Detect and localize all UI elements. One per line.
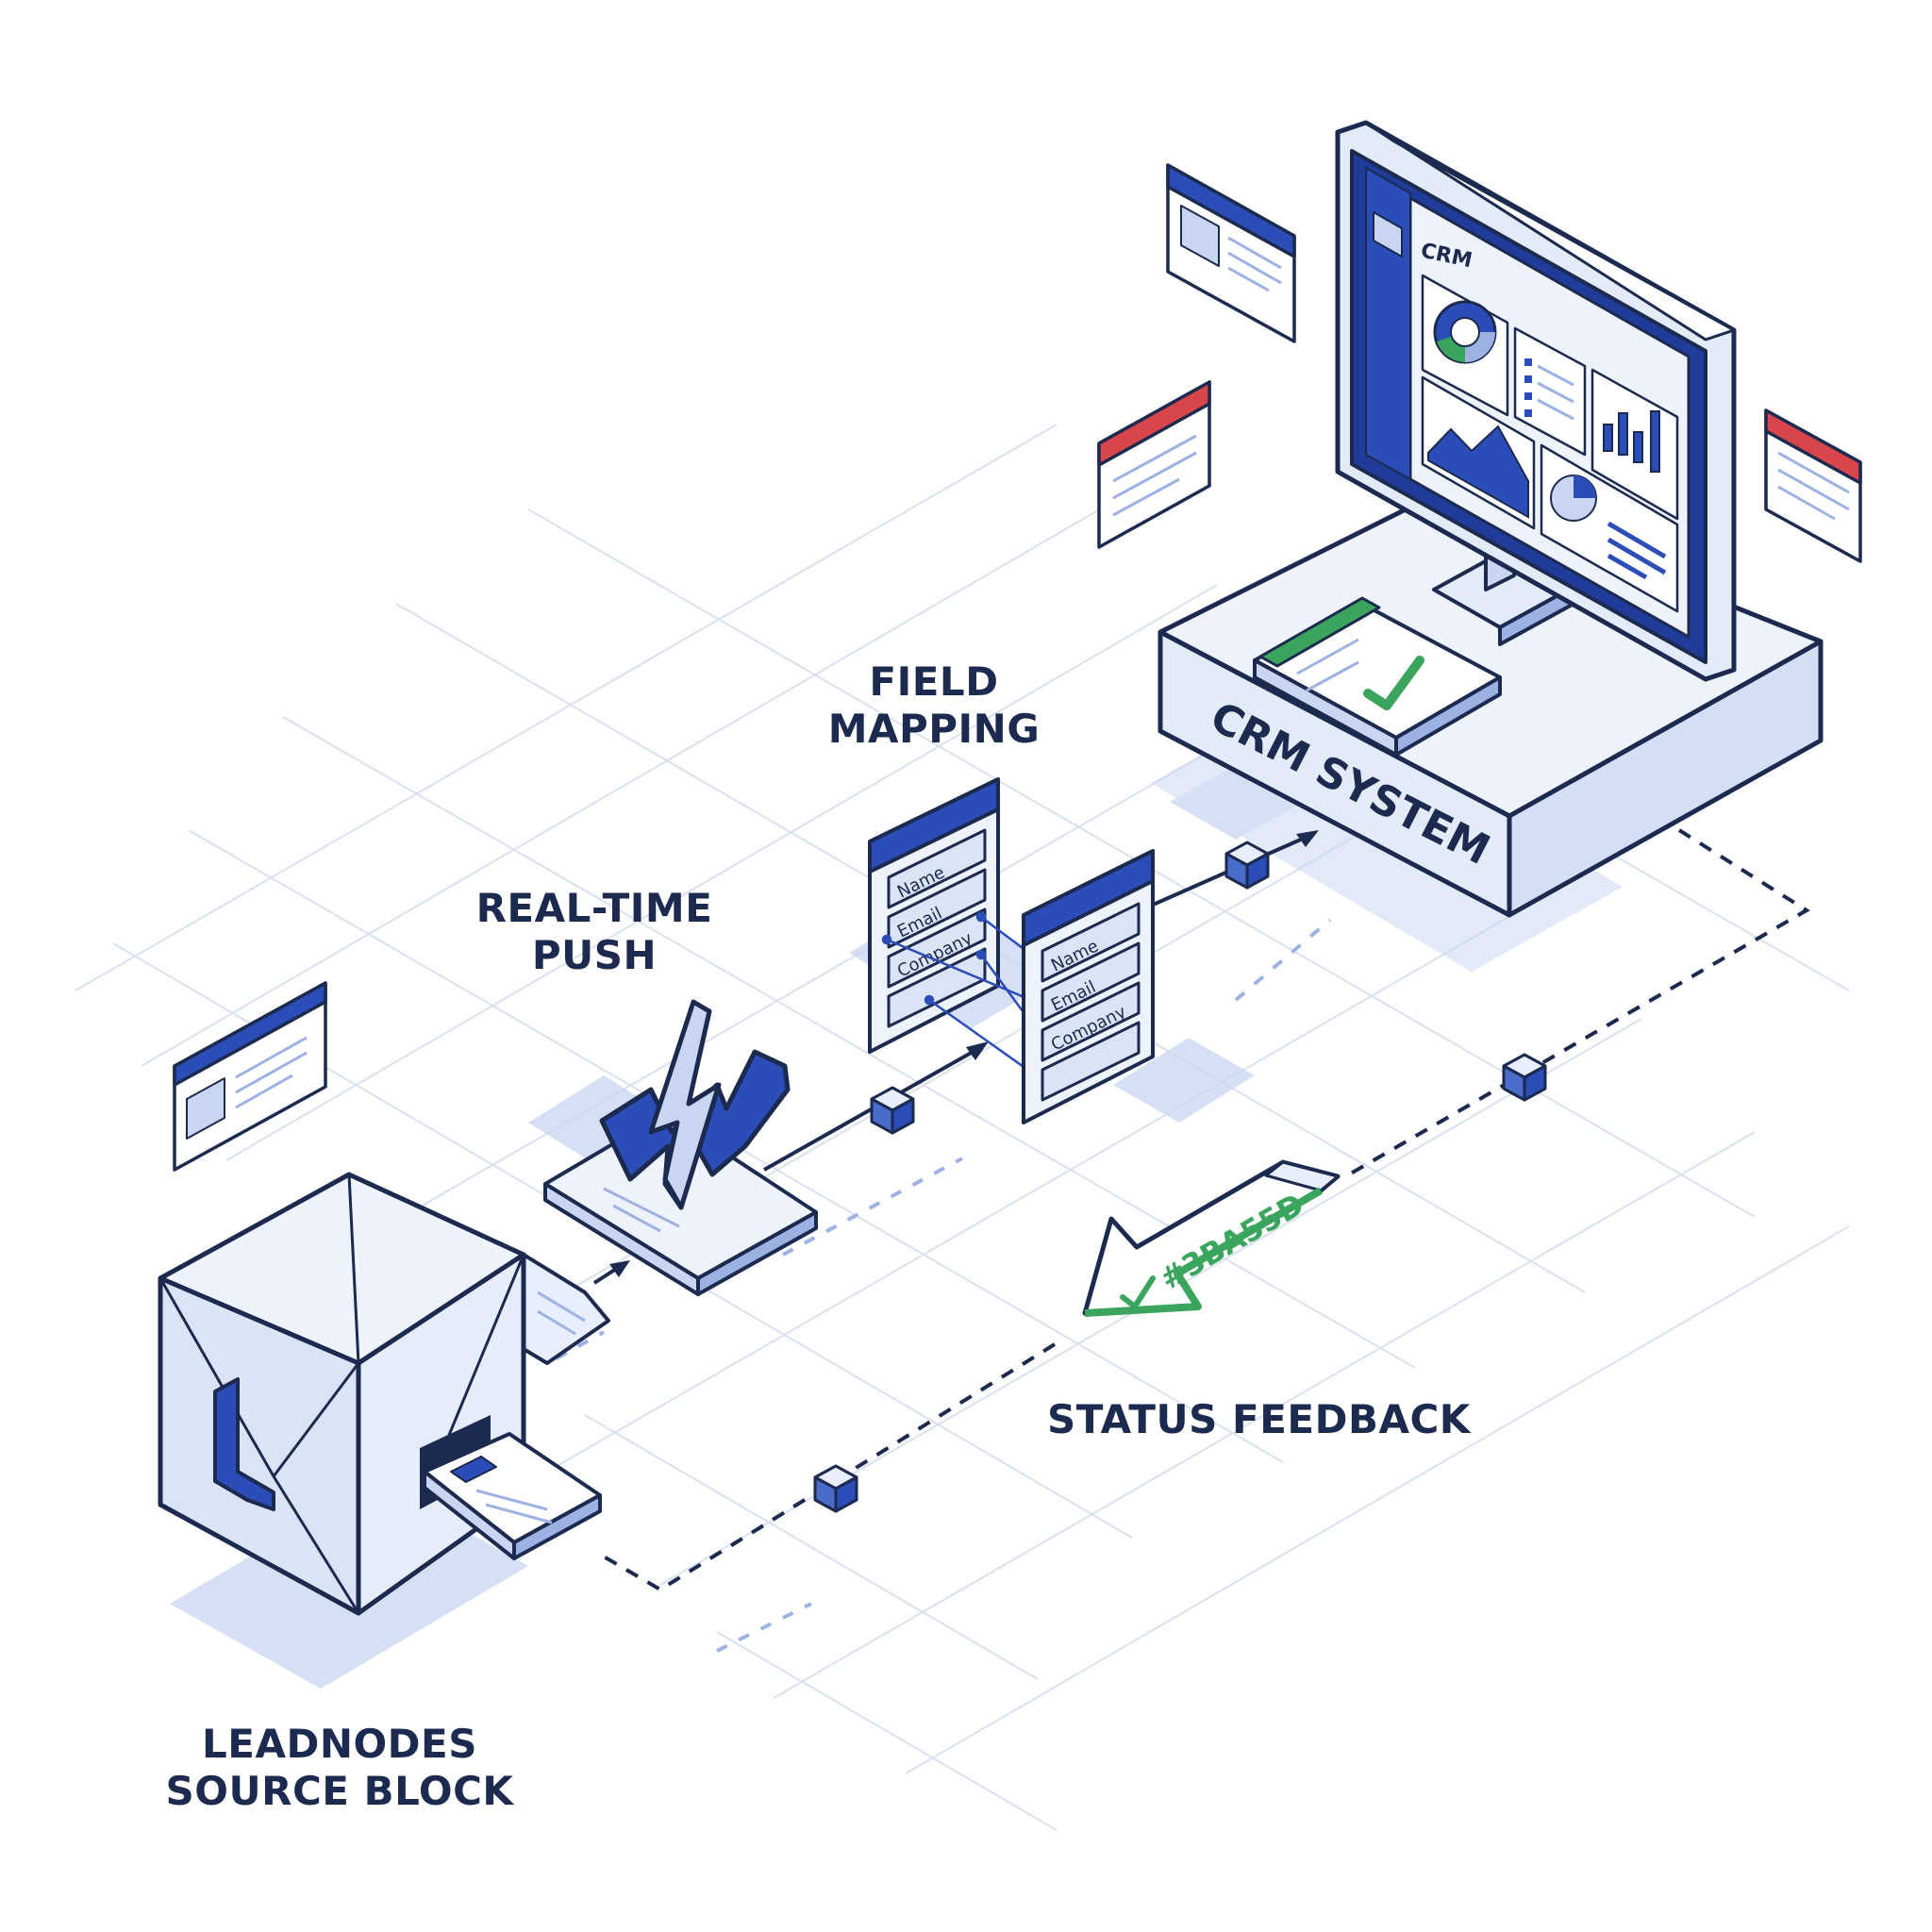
source-block-label-line2: SOURCE BLOCK <box>165 1768 514 1814</box>
list-widget-lines <box>1524 358 1574 421</box>
source-block-label-line1: LEADNODES <box>202 1721 477 1767</box>
crm-system-block <box>1158 488 1824 918</box>
floating-window-alert-left <box>1097 380 1211 549</box>
real-time-push-label: REAL-TIME PUSH <box>453 885 736 979</box>
floating-window-source <box>173 981 327 1172</box>
check-icon <box>1120 1275 1156 1309</box>
crm-tray <box>1253 596 1502 757</box>
status-feedback-label-text: STATUS FEEDBACK <box>1047 1396 1471 1442</box>
report-widget-lines <box>1607 521 1667 580</box>
bar-chart-icon <box>1603 410 1660 473</box>
field-mapping-label-line1: FIELD <box>869 658 999 705</box>
real-time-push-label-line1: REAL-TIME <box>475 885 713 931</box>
field-mapping-label: FIELD MAPPING <box>811 658 1057 753</box>
lead-card-lower <box>423 1432 602 1560</box>
source-block-label: LEADNODES SOURCE BLOCK <box>151 1721 528 1815</box>
field-mapping-label-line2: MAPPING <box>827 706 1041 752</box>
floating-window-crm-top <box>1166 163 1296 343</box>
lightning-bolt-icon <box>599 999 791 1210</box>
data-packet-icon <box>870 1086 915 1135</box>
status-feedback-label: STATUS FEEDBACK <box>1047 1396 1471 1443</box>
mapping-card-left: Name Email Company <box>868 777 1000 1054</box>
data-packet-icon <box>813 1464 858 1513</box>
status-feedback-arrow <box>1082 1159 1341 1317</box>
floating-window-alert-right <box>1764 408 1862 563</box>
lead-card-upper <box>522 1253 610 1365</box>
leadnodes-cube-icon <box>213 1377 275 1511</box>
pie-chart-icon <box>1550 475 1597 522</box>
real-time-push-label-line2: PUSH <box>531 932 658 978</box>
dashed-light-guides <box>556 918 1332 1653</box>
source-to-push-connector <box>592 1260 628 1285</box>
data-packet-icon <box>1224 841 1270 890</box>
donut-chart-icon <box>1433 300 1497 364</box>
source-block <box>158 1172 610 1616</box>
dashed-return-path <box>602 828 1810 1592</box>
check-icon <box>1363 656 1424 710</box>
data-packet-icon <box>1502 1053 1547 1102</box>
mapping-connectors <box>881 911 1051 1087</box>
area-chart-icon <box>1427 425 1529 519</box>
mapping-card-right: Name Email Company <box>1022 849 1155 1124</box>
